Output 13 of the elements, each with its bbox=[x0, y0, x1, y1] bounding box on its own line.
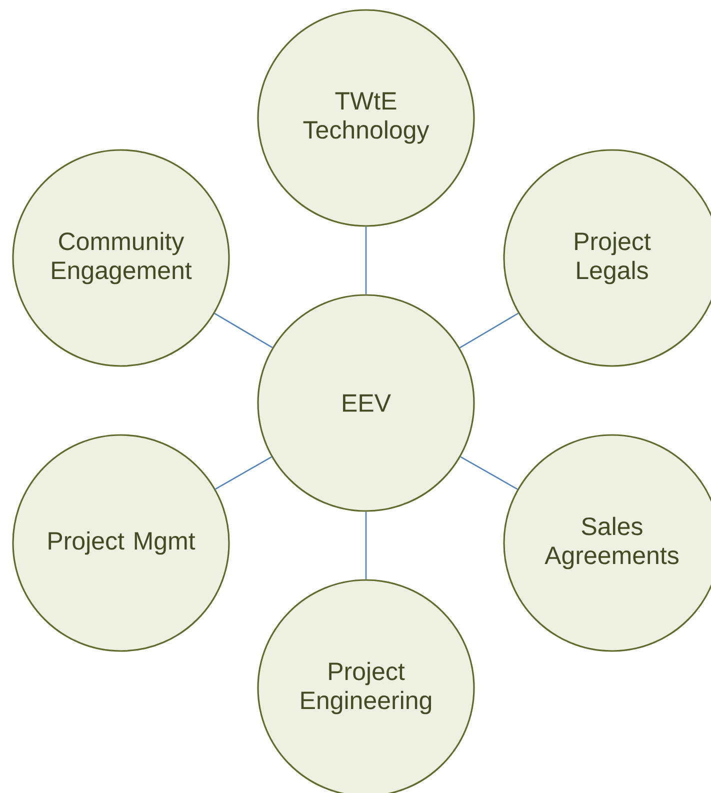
circle-node: EEV bbox=[257, 294, 475, 512]
circle-node: TWtE Technology bbox=[257, 9, 475, 227]
connector-line bbox=[215, 456, 272, 490]
connector-line bbox=[214, 312, 273, 348]
connector-line bbox=[365, 226, 367, 294]
circle-node: Sales Agreements bbox=[503, 434, 711, 652]
circle-node: Project Legals bbox=[503, 149, 711, 367]
circle-node: Project Mgmt bbox=[12, 434, 230, 652]
circle-node: Community Engagement bbox=[12, 149, 230, 367]
connector-line bbox=[459, 312, 519, 348]
connector-line bbox=[460, 456, 518, 490]
circle-node: Project Engineering bbox=[257, 579, 475, 793]
connector-line bbox=[365, 512, 367, 580]
